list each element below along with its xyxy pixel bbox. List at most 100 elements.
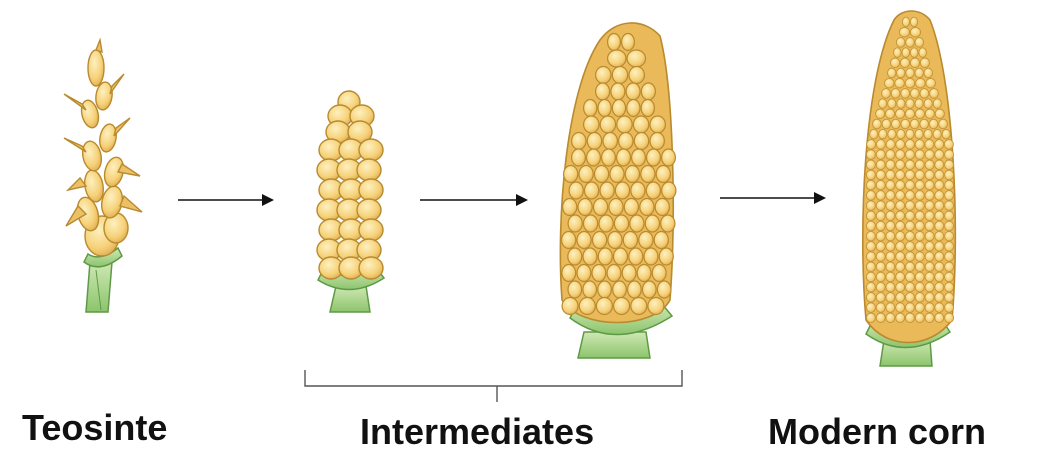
kernel: [915, 191, 924, 201]
kernel: [925, 109, 934, 119]
kernel: [886, 201, 895, 211]
kernel: [891, 89, 900, 99]
kernel: [637, 265, 651, 282]
kernel: [902, 48, 910, 58]
kernel: [886, 272, 895, 282]
kernel: [595, 166, 609, 183]
kernel: [608, 34, 621, 51]
label-intermediates: Intermediates: [360, 414, 594, 450]
kernel: [915, 272, 924, 282]
kernel: [935, 293, 944, 303]
kernel: [930, 89, 939, 99]
kernel: [584, 100, 597, 117]
kernel: [925, 180, 934, 190]
kernel: [925, 242, 934, 252]
kernel: [944, 140, 953, 150]
kernel: [632, 149, 646, 166]
kernel: [915, 211, 924, 221]
kernel: [925, 150, 934, 160]
kernel: [935, 201, 944, 211]
kernel: [901, 119, 910, 129]
kernel: [896, 150, 905, 160]
kernel: [629, 67, 644, 84]
kernel: [892, 119, 901, 129]
kernel: [896, 242, 905, 252]
kernel: [910, 58, 919, 68]
kernel: [896, 109, 905, 119]
kernel: [614, 215, 628, 232]
kernel: [906, 140, 915, 150]
kernel: [579, 166, 593, 183]
kernel: [655, 199, 669, 216]
kernel: [906, 252, 915, 262]
kernel: [906, 221, 915, 231]
kernel: [577, 232, 591, 249]
kernel: [876, 221, 885, 231]
kernel: [945, 160, 954, 170]
kernel: [915, 68, 923, 78]
kernel: [650, 116, 665, 133]
kernel: [935, 180, 944, 190]
kernel: [568, 215, 582, 232]
kernel: [612, 100, 625, 117]
kernel: [876, 293, 885, 303]
kernel: [915, 140, 924, 150]
teosinte-ear-icon: [64, 40, 142, 312]
kernel: [564, 166, 578, 183]
kernel: [583, 248, 597, 265]
kernel: [935, 262, 944, 272]
kernel: [886, 211, 895, 221]
kernel: [910, 27, 920, 37]
kernel: [896, 252, 905, 262]
kernel: [899, 27, 909, 37]
kernel: [935, 221, 944, 231]
kernel: [876, 170, 885, 180]
kernel: [896, 231, 905, 241]
kernel: [945, 180, 954, 190]
kernel: [568, 248, 582, 265]
kernel: [885, 78, 895, 88]
kernel: [867, 140, 876, 150]
kernel: [598, 248, 612, 265]
kernel: [939, 119, 948, 129]
kernel: [876, 191, 885, 201]
kernel: [935, 231, 944, 241]
kernel: [945, 252, 954, 262]
kernel: [876, 303, 885, 313]
kernel: [886, 191, 895, 201]
kernel: [657, 281, 671, 298]
kernel: [577, 265, 591, 282]
kernel: [910, 17, 917, 27]
kernel: [876, 252, 885, 262]
kernel: [650, 133, 664, 150]
kernel: [915, 201, 924, 211]
kernel: [897, 99, 905, 109]
kernel: [600, 116, 615, 133]
kernel: [906, 170, 915, 180]
kernel: [905, 78, 915, 88]
kernel: [608, 232, 622, 249]
kernel: [628, 281, 642, 298]
kernel: [886, 252, 895, 262]
kernel: [945, 313, 954, 323]
kernel: [866, 160, 875, 170]
kernel: [926, 78, 936, 88]
kernel: [919, 48, 927, 58]
kernel: [357, 159, 381, 181]
kernel: [894, 48, 902, 58]
kernel: [614, 298, 630, 315]
kernel: [925, 160, 934, 170]
intermediates-bracket: [305, 370, 682, 402]
kernel: [593, 232, 607, 249]
kernel: [625, 166, 639, 183]
kernel: [579, 298, 595, 315]
kernel: [935, 191, 944, 201]
kernel: [866, 262, 875, 272]
kernel: [643, 281, 657, 298]
kernel: [900, 58, 909, 68]
kernel: [622, 34, 635, 51]
kernel: [876, 150, 885, 160]
kernel: [876, 160, 885, 170]
kernel: [646, 182, 660, 199]
kernel: [610, 166, 624, 183]
